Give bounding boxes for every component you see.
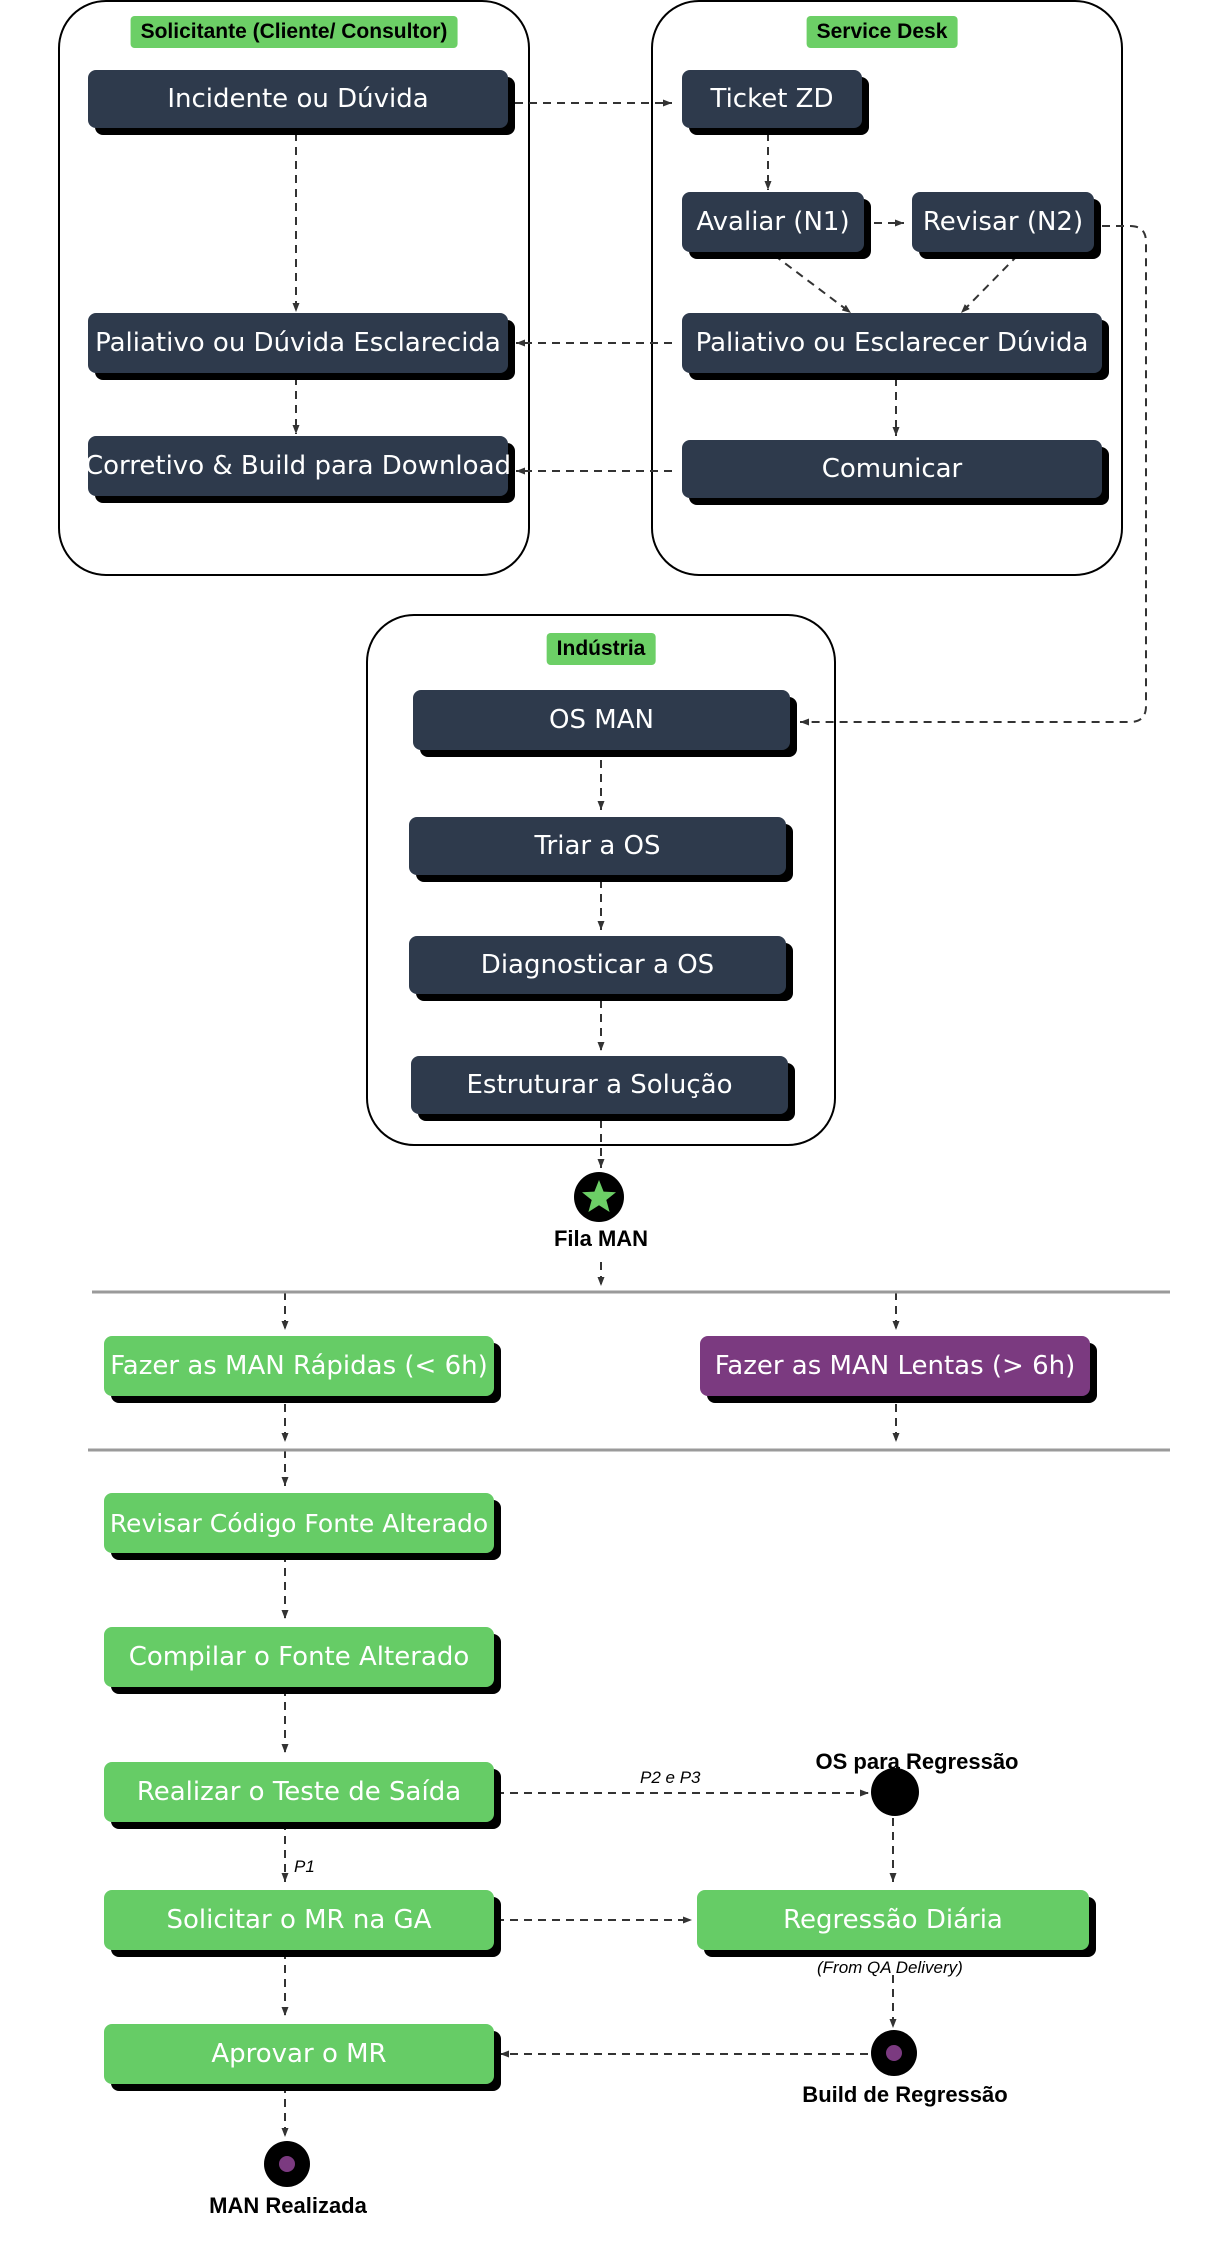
edge-avaliar-paliativo <box>773 254 852 314</box>
node-paliativo-esclarecida: Paliativo ou Dúvida Esclarecida <box>88 313 508 373</box>
edge-revisar-osman <box>800 225 1147 726</box>
milestone-fila-man <box>574 1172 624 1222</box>
node-ticket-zd: Ticket ZD <box>682 70 862 128</box>
node-comunicar: Comunicar <box>682 440 1102 498</box>
node-triar-os: Triar a OS <box>409 817 786 875</box>
node-man-rapidas: Fazer as MAN Rápidas (< 6h) <box>104 1336 494 1396</box>
node-regressao-diaria: Regressão Diária <box>697 1890 1089 1950</box>
dot-icon <box>279 2156 295 2172</box>
lane-title-solicitante: Solicitante (Cliente/ Consultor) <box>130 16 458 48</box>
node-revisar-codigo: Revisar Código Fonte Alterado <box>104 1493 494 1553</box>
milestone-build-regressao-label: Build de Regressão <box>802 2082 1008 2107</box>
node-paliativo-esclarecer: Paliativo ou Esclarecer Dúvida <box>682 313 1102 373</box>
node-teste-saida: Realizar o Teste de Saída <box>104 1762 494 1822</box>
node-revisar-n2: Revisar (N2) <box>912 192 1094 252</box>
milestone-os-regressao-label: OS para Regressão <box>815 1749 1019 1774</box>
node-avaliar-n1: Avaliar (N1) <box>682 192 864 252</box>
node-solicitar-mr: Solicitar o MR na GA <box>104 1890 494 1950</box>
dot-icon <box>886 2045 902 2061</box>
lane-title-service-desk: Service Desk <box>806 16 958 48</box>
edge-label-p1: P1 <box>294 1857 315 1876</box>
edge-label-from-qa: (From QA Delivery) <box>817 1958 963 1977</box>
node-os-man: OS MAN <box>413 690 790 750</box>
milestone-os-regressao <box>871 1768 919 1816</box>
node-estruturar-solucao: Estruturar a Solução <box>411 1056 788 1114</box>
node-corretivo-build: Corretivo & Build para Download <box>85 436 511 496</box>
milestone-man-realizada-label: MAN Realizada <box>209 2193 367 2218</box>
node-man-lentas: Fazer as MAN Lentas (> 6h) <box>700 1336 1090 1396</box>
node-aprovar-mr: Aprovar o MR <box>104 2024 494 2084</box>
milestone-build-regressao <box>871 2030 917 2076</box>
node-incidente: Incidente ou Dúvida <box>88 70 508 128</box>
star-icon <box>582 1180 616 1212</box>
edge-revisar-paliativo <box>960 254 1019 314</box>
node-diagnosticar-os: Diagnosticar a OS <box>409 936 786 994</box>
edge-label-p2-p3: P2 e P3 <box>640 1768 701 1787</box>
milestone-man-realizada <box>264 2141 310 2187</box>
node-compilar-fonte: Compilar o Fonte Alterado <box>104 1627 494 1687</box>
lane-title-industria: Indústria <box>546 633 656 665</box>
milestone-fila-man-label: Fila MAN <box>553 1226 649 1251</box>
